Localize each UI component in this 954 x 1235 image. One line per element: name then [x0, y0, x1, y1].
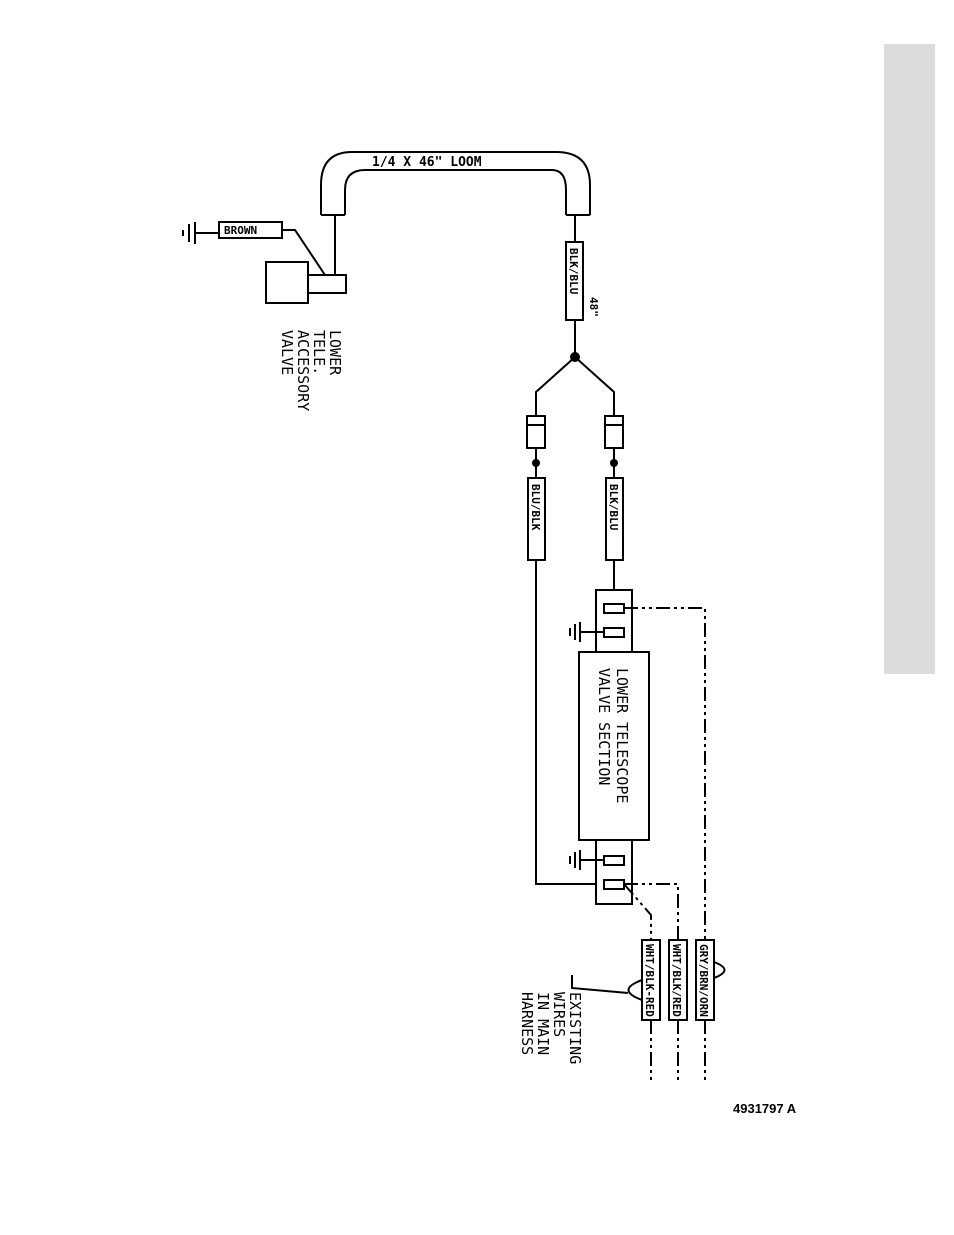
- upper-wire-label: BLK/BLU: [567, 248, 580, 295]
- svg-text:VALVE: VALVE: [278, 330, 296, 375]
- harness-wire-2: WHT/BLK/RED: [670, 944, 683, 1017]
- loom: 1/4 X 46" LOOM: [321, 152, 590, 215]
- harness-wire-3: GRY/BRN/ORN: [697, 944, 710, 1017]
- right-branch: BLK/BLU: [605, 416, 623, 590]
- svg-text:HARNESS: HARNESS: [518, 992, 536, 1055]
- loom-label: 1/4 X 46" LOOM: [372, 155, 482, 170]
- existing-wires-label: EXISTING WIRES IN MAIN HARNESS: [518, 992, 584, 1064]
- side-tab: [884, 44, 935, 674]
- harness-wires: WHT/BLK-RED WHT/BLK/RED GRY/BRN/ORN: [629, 940, 725, 1082]
- right-wire-label: BLK/BLU: [607, 484, 620, 531]
- accessory-valve-label: LOWER TELE. ACCESSORY VALVE: [278, 330, 344, 411]
- valve-section: LOWER TELESCOPE VALVE SECTION: [579, 652, 649, 840]
- svg-text:VALVE SECTION: VALVE SECTION: [595, 668, 613, 785]
- upper-wire: BLK/BLU 48": [566, 215, 600, 362]
- length-label: 48": [587, 297, 600, 317]
- svg-text:LOWER TELESCOPE: LOWER TELESCOPE: [613, 668, 631, 803]
- bottom-connector: [570, 840, 678, 940]
- harness-wire-1: WHT/BLK-RED: [643, 944, 656, 1017]
- left-wire-label: BLU/BLK: [529, 484, 542, 531]
- document-id: 4931797 A: [733, 1101, 797, 1116]
- brown-wire-label: BROWN: [224, 224, 257, 237]
